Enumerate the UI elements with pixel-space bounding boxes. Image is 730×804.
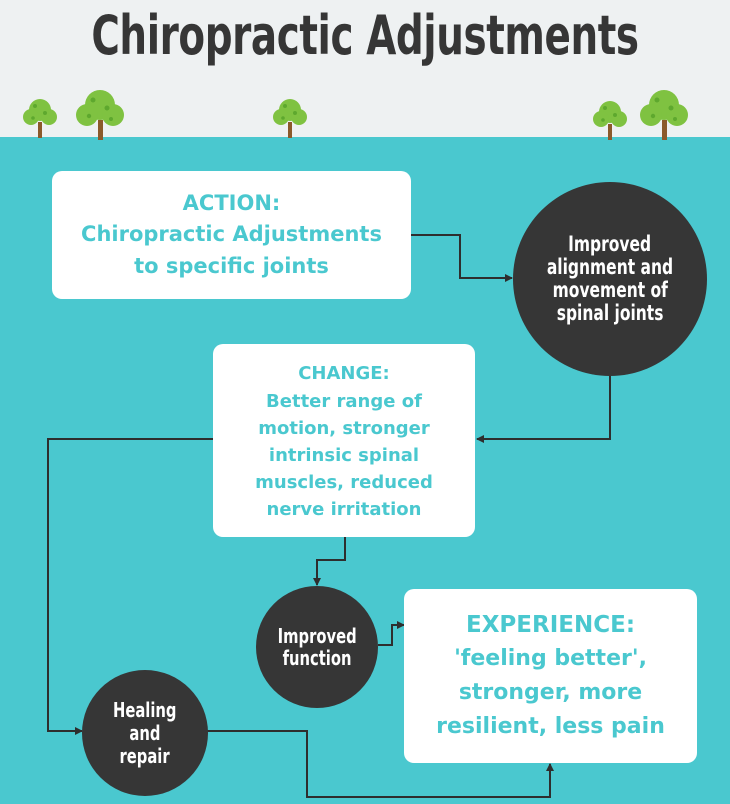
tree-icon [76, 90, 124, 140]
healing-line: and [129, 720, 161, 745]
experience-line: stronger, more [458, 680, 643, 705]
tree-icon [273, 99, 307, 138]
function-line: function [282, 646, 352, 670]
arrow-action-to-alignment [411, 234, 513, 282]
page-title: Chiropractic Adjustments [91, 4, 639, 67]
change-line: intrinsic spinal [268, 444, 420, 466]
tree-icon [640, 90, 688, 140]
tree-icon [23, 99, 57, 138]
alignment-line: alignment and [546, 255, 674, 279]
change-box: CHANGE: Better range of motion, stronger… [213, 344, 475, 537]
change-line: motion, stronger [258, 417, 430, 439]
experience-box: EXPERIENCE: 'feeling better', stronger, … [404, 589, 697, 763]
change-heading: CHANGE: [298, 362, 390, 384]
healing-circle: Healing and repair [82, 670, 208, 796]
alignment-line: movement of [552, 278, 668, 302]
experience-line: resilient, less pain [436, 714, 665, 739]
function-circle: Improved function [256, 586, 378, 708]
action-box: ACTION: Chiropractic Adjustments to spec… [52, 171, 411, 299]
experience-heading: EXPERIENCE: [465, 612, 636, 638]
change-line: muscles, reduced [255, 471, 433, 493]
healing-line: Healing [113, 697, 177, 722]
function-line: Improved [277, 624, 357, 648]
healing-line: repair [119, 743, 171, 768]
change-line: nerve irritation [266, 498, 422, 520]
arrow-change-to-healing [47, 438, 213, 735]
alignment-line: Improved [568, 232, 652, 256]
arrow-function-to-experience [378, 621, 405, 646]
action-line: to specific joints [134, 254, 329, 278]
arrow-healing-to-experience [207, 730, 554, 798]
experience-line: 'feeling better', [454, 646, 647, 671]
action-line: Chiropractic Adjustments [81, 222, 382, 246]
arrow-change-to-function [313, 537, 346, 586]
arrow-alignment-to-change [476, 374, 611, 443]
change-line: Better range of [266, 390, 422, 412]
alignment-line: spinal joints [556, 301, 664, 325]
action-heading: ACTION: [182, 191, 281, 215]
alignment-circle: Improved alignment and movement of spina… [513, 182, 707, 376]
tree-icon [593, 101, 627, 140]
